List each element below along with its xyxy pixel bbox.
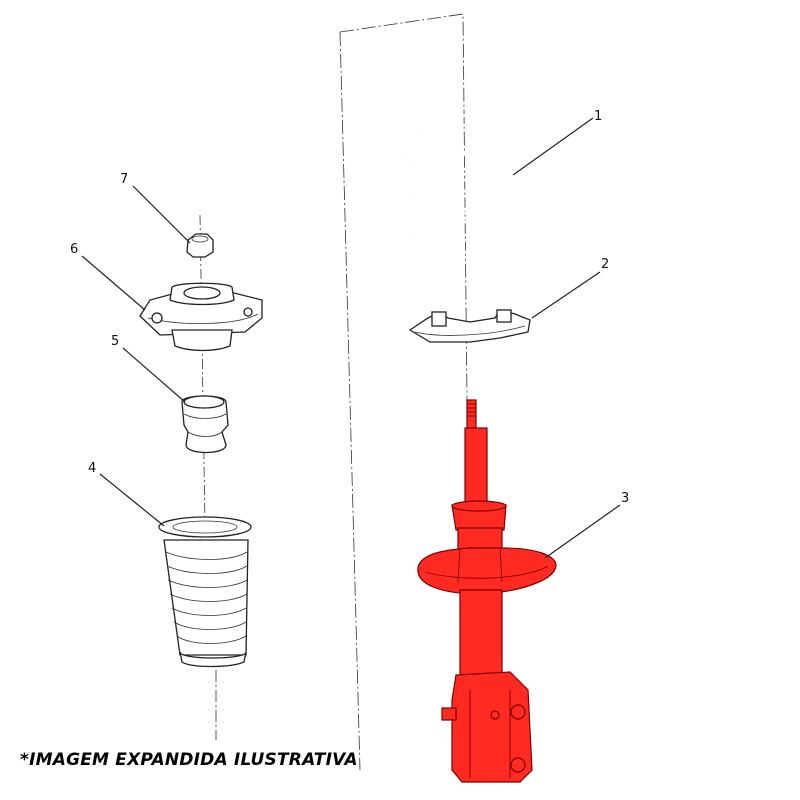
callout-5: 5: [111, 334, 119, 349]
coil-spring: [403, 113, 526, 265]
bump-stop: [181, 395, 229, 454]
dust-boot: [158, 516, 252, 668]
leader-lines: [81, 117, 621, 559]
callout-6: 6: [70, 242, 78, 257]
top-nut: [186, 233, 214, 258]
callout-3: 3: [621, 491, 629, 506]
illustrative-disclaimer: *IMAGEM EXPANDIDA ILUSTRATIVA: [20, 750, 358, 770]
callout-7: 7: [120, 172, 128, 187]
lower-spring-seat: [408, 309, 531, 343]
callout-2: 2: [601, 257, 609, 272]
callout-1: 1: [594, 109, 602, 124]
upper-strut-mount: [139, 282, 263, 352]
assembly-guide-line: [199, 13, 468, 771]
callout-4: 4: [88, 461, 96, 476]
shock-absorber-strut: [417, 399, 557, 783]
